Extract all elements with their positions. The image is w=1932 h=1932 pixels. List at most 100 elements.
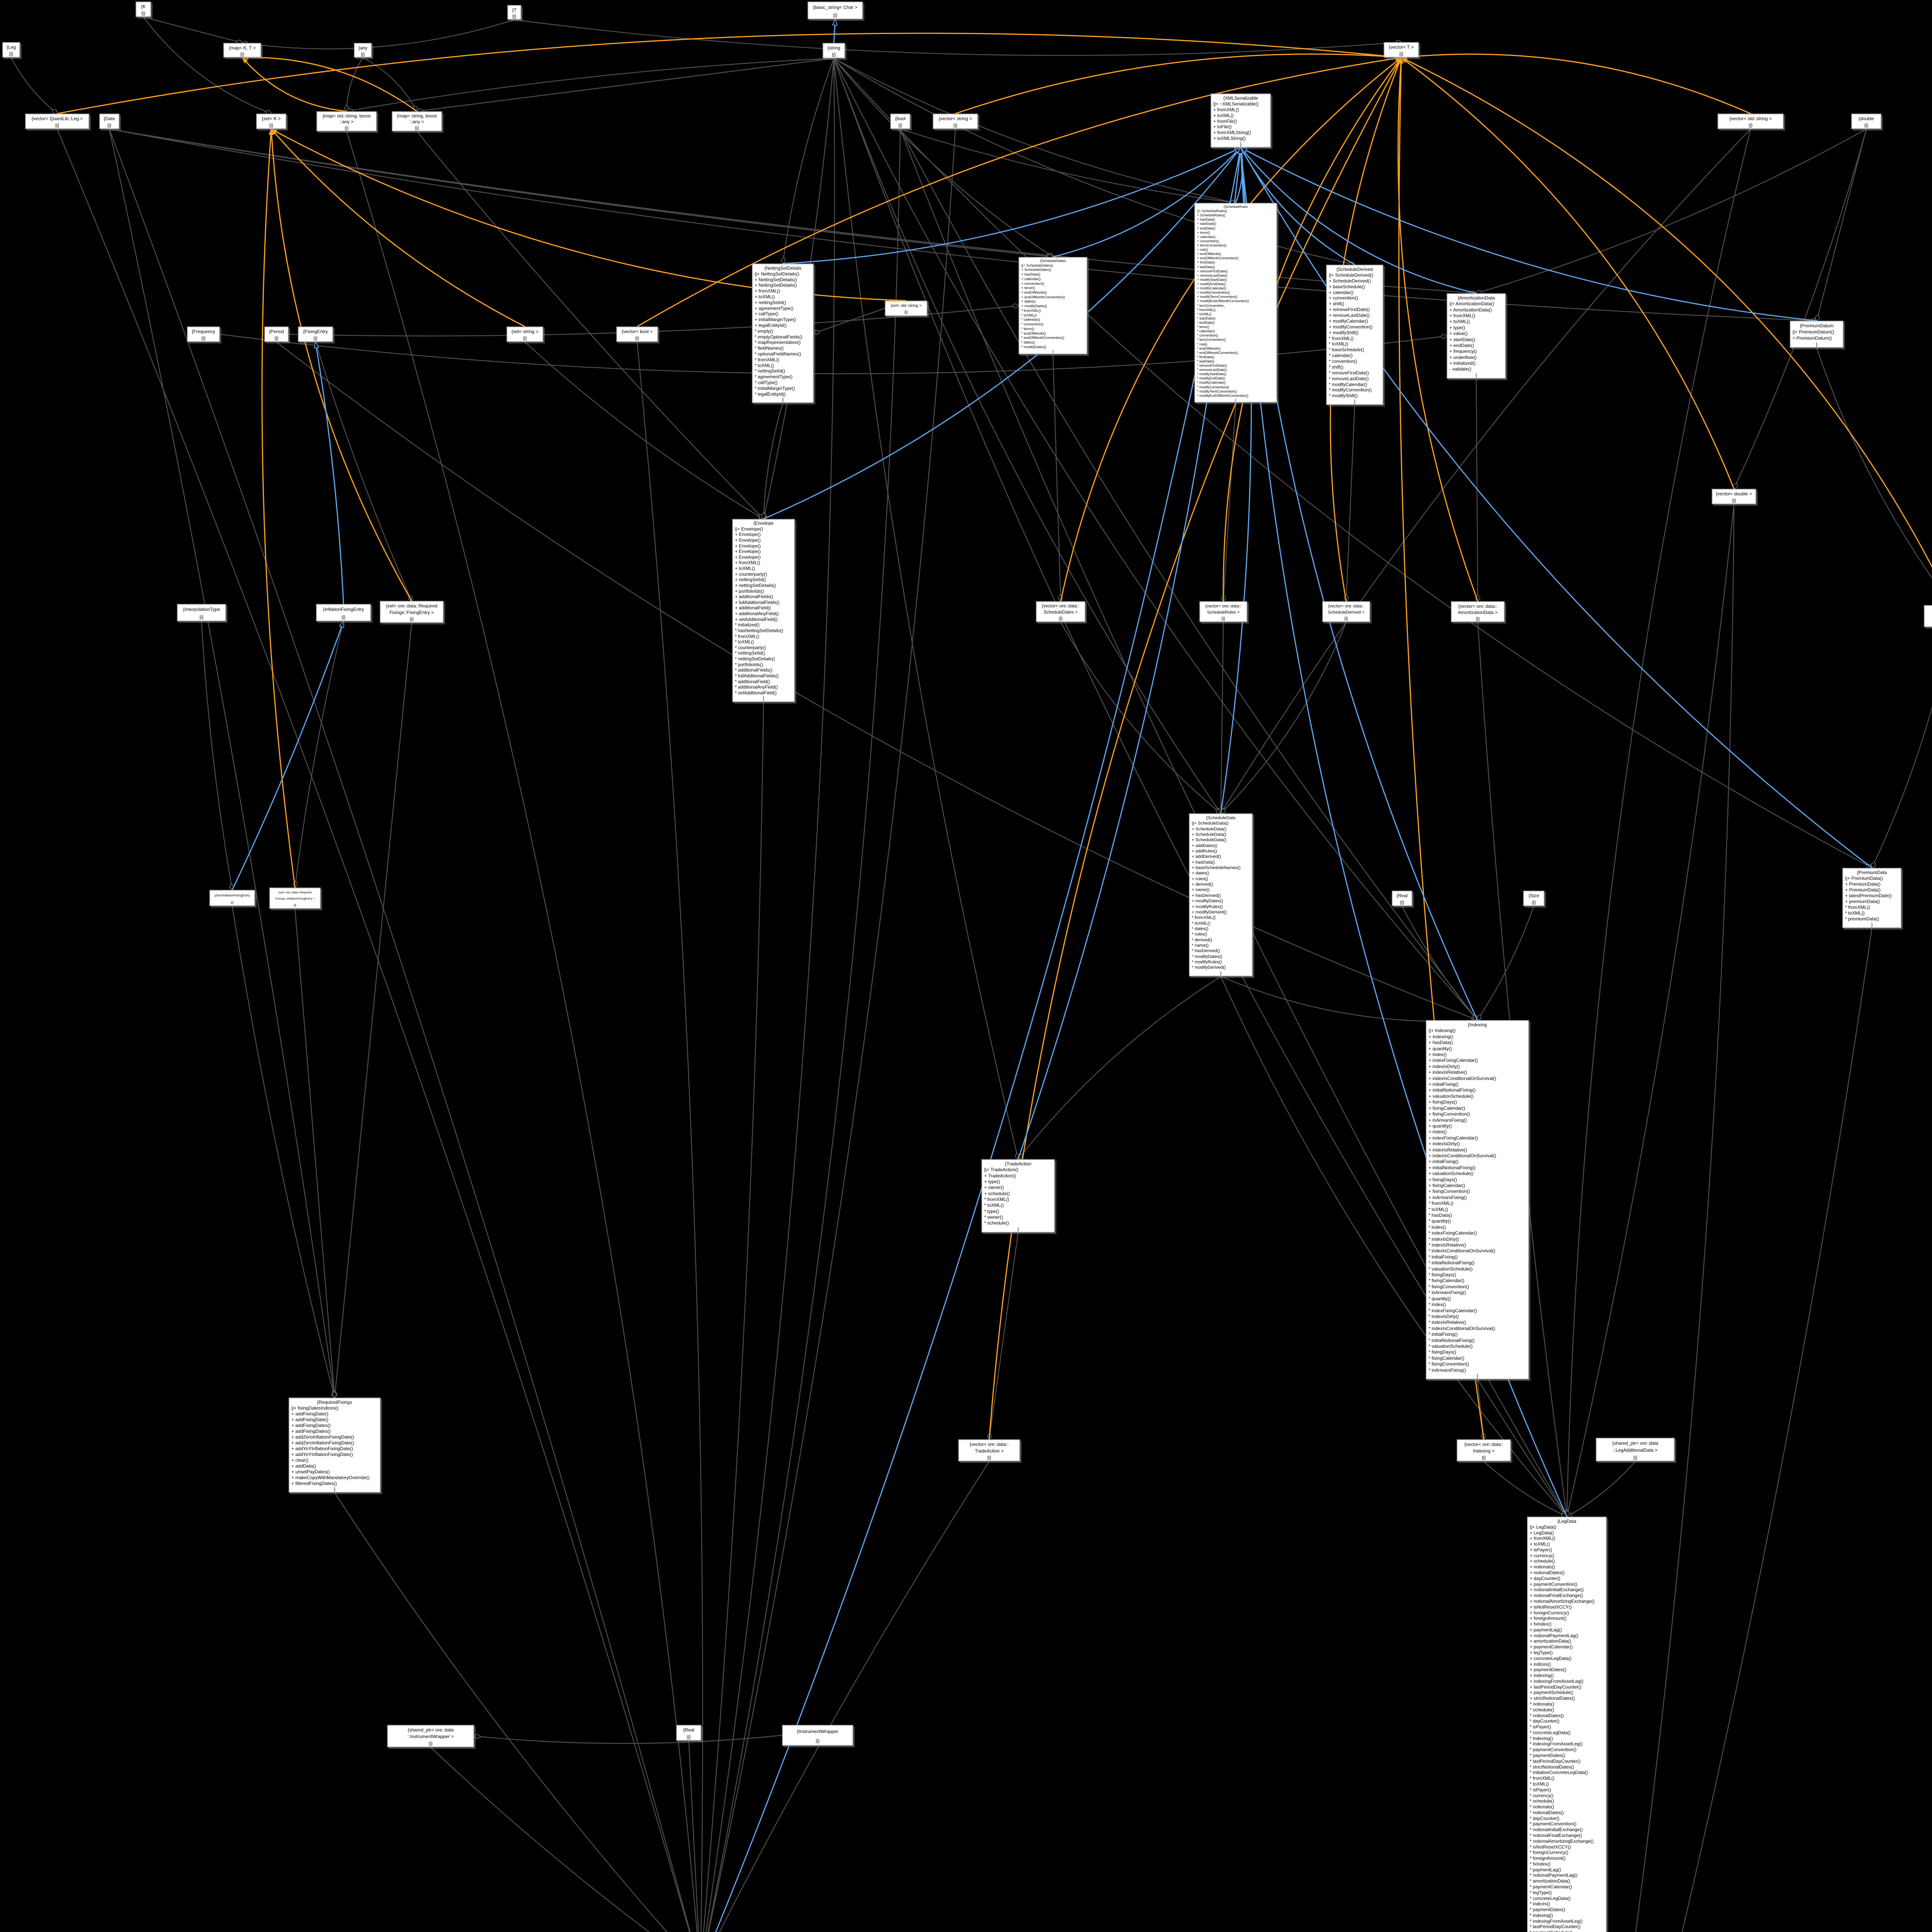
class-member-line: + rule() [1197, 248, 1208, 252]
class-node-vector-string[interactable]: {vector< string >||} [933, 114, 978, 129]
relation-edge-vector-bool-vector-t [637, 56, 1402, 327]
class-member-line: + toXML() [735, 566, 755, 571]
relation-edge-scheduledates-vector-scheduledates [1052, 354, 1061, 601]
class-node-bool[interactable]: {bool||} [890, 114, 910, 129]
class-title: {set< std::string > [891, 304, 922, 308]
class-node-schedulederived[interactable]: {ScheduleDerived||+ ScheduleDerived()+ S… [1326, 265, 1383, 405]
class-node-period[interactable]: {Period||} [264, 327, 289, 342]
class-node-sharedptr-instrumentwrapper[interactable]: {shared_ptr< ore::data::InstrumentWrappe… [387, 1725, 474, 1747]
class-node-amortizationdata[interactable]: {AmortizationData||+ AmortizationData()+… [1447, 293, 1506, 379]
class-member-line: + initialized() [1449, 360, 1476, 366]
class-node-indexing[interactable]: {Indexing||+ Indexing()+ Indexing()+ has… [1426, 1020, 1529, 1379]
class-title: {vector< ore::data:: [1328, 604, 1364, 609]
class-node-vector-indexing[interactable]: {vector< ore::data::Indexing >||} [1457, 1439, 1511, 1461]
class-member-line: + modifyConvention() [1197, 291, 1230, 295]
class-node-vector-ql-leg[interactable]: {vector< QuantLib::Leg >||} [25, 114, 89, 129]
class-node-legdata[interactable]: {LegData||+ LegData()+ LegData()+ fromXM… [1527, 1517, 1607, 1932]
class-node-sharedptr-legadditionaldata[interactable]: {shared_ptr< ore::data::LegAdditionalDat… [1596, 1438, 1675, 1461]
class-member-line: ||+ ScheduleDates() [1021, 263, 1053, 267]
class-node-set-stdstring[interactable]: {set< std::string >||} [885, 301, 927, 316]
class-node-size[interactable]: {Size||} [1523, 891, 1544, 906]
class-member-line: + schedule() [984, 1190, 1010, 1196]
class-member-line: ||} [240, 51, 245, 57]
class-member-line: ||} [1925, 620, 1932, 626]
class-member-line: ||} [1532, 900, 1536, 905]
class-member-line: * quantity() [1429, 1296, 1451, 1301]
class-node-interpolationtype[interactable]: {InterpolationType||} [177, 604, 226, 621]
class-member-line: } [763, 696, 764, 701]
class-node-vector-bool[interactable]: {vector< bool >||} [616, 327, 658, 342]
class-node-vector-t[interactable]: {vector< T >||} [1384, 42, 1419, 58]
class-node-set-k[interactable]: {set< K >||} [256, 114, 286, 129]
class-node-date[interactable]: {Date||} [99, 114, 119, 129]
class-node-premiumdata[interactable]: {PremiumData||+ PremiumData()+ PremiumDa… [1842, 868, 1901, 928]
class-node-map-string-any[interactable]: {map< string, boost::any >||} [392, 111, 442, 131]
class-node-xmlserializable[interactable]: {XMLSerializable||+ ~XMLSerializable()+ … [1211, 94, 1271, 148]
class-node-set-string[interactable]: {set< string >||} [507, 327, 543, 342]
class-member-line: + valuationSchedule() [1429, 1171, 1474, 1177]
class-node-real[interactable]: {Real||} [1392, 891, 1412, 906]
class-member-line: ||} [987, 1455, 992, 1460]
class-node-vector-stdstring[interactable]: {vector< std::string >||} [1718, 114, 1784, 129]
class-member-line: ||} [274, 335, 279, 341]
class-node-envelope[interactable]: {Envelope||+ Envelope()+ Envelope()+ Env… [732, 519, 795, 702]
class-node-tradeaction[interactable]: {TradeAction||+ TradeAction()+ TradeActi… [981, 1159, 1055, 1233]
class-node-frequency[interactable]: {Frequency||} [187, 327, 220, 342]
class-member-line: * hasNettingSetDetails() [735, 628, 783, 633]
class-node-double[interactable]: {double||} [1851, 114, 1881, 129]
relation-edge-vector-double-legdata [1567, 504, 1735, 1517]
class-member-line: * lastPeriodDayCounter() [1530, 1758, 1581, 1764]
class-member-line: + concreteLegData() [1530, 1655, 1572, 1661]
class-node-inflationfixingentry[interactable]: {InflationFixingEntry||} [316, 604, 371, 621]
class-node-scheduledata[interactable]: {ScheduleData||+ ScheduleData()+ Schedul… [1189, 813, 1253, 976]
relation-edge-vector-schedulerules-scheduledata [1221, 622, 1224, 813]
class-member-line: + Envelope() [735, 554, 761, 560]
class-node-schedulerules[interactable]: {ScheduleRules||+ ScheduleRules()+ Sched… [1194, 203, 1277, 403]
class-node-vector-amortizationdata[interactable]: {vector< ore::data::AmortizationData >||… [1451, 601, 1505, 622]
class-node-zeroinflationfixingentry[interactable]: {ZeroInflationFixingEntry||} [209, 890, 255, 906]
class-node-basic-string[interactable]: {basic_string< Char >||} [808, 2, 863, 19]
class-member-line: + indexIsDirty() [1429, 1063, 1460, 1069]
class-member-line: + indexFixingCalendar() [1429, 1135, 1478, 1141]
class-node-vector-schedulerules[interactable]: {vector< ore::data::ScheduleRules >||} [1199, 601, 1247, 622]
class-node-scheduledates[interactable]: {ScheduleDates||+ ScheduleDates()+ Sched… [1019, 257, 1087, 354]
class-node-real2[interactable]: {Real||} [676, 1725, 701, 1741]
class-node-vector-double[interactable]: {vector< double >||} [1712, 489, 1756, 504]
class-member-line: * callType() [755, 379, 778, 385]
relation-edge-vector-double-capfloor [1635, 504, 1735, 1932]
class-title: {InflationFixingEntry [323, 607, 364, 612]
class-node-vector-scheduledates[interactable]: {vector< ore::data::ScheduleDates >||} [1036, 601, 1085, 622]
class-node-vector-premiumdatum[interactable]: {vector< ore::data::PremiumDatum >||} [1924, 605, 1932, 627]
class-node-requiredfixings[interactable]: {RequiredFixings||+ fixingDatesIndices()… [289, 1398, 381, 1493]
class-node-map-stdstring-any[interactable]: {map< std::string, boost::any >||} [316, 111, 377, 131]
class-node-string[interactable]: {string||} [823, 43, 845, 58]
class-node-instrumentwrapper[interactable]: {InstrumentWrapper||} [782, 1725, 853, 1746]
class-node-vector-tradeaction[interactable]: {vector< ore::data::TradeAction >||} [958, 1439, 1020, 1461]
class-member-line: + AmortizationData() [1449, 307, 1492, 313]
class-member-line: * notionalAmortizingExchange() [1530, 1838, 1594, 1844]
class-member-line: + hasData() [1192, 860, 1215, 865]
relation-edge-map-stdstring-any-trade [346, 131, 698, 1932]
class-member-line: * concreteLegData() [1530, 1730, 1571, 1735]
class-node-premiumdatum[interactable]: {PremiumDatum||+ PremiumDatum()+ Premium… [1790, 321, 1844, 348]
class-node-leg[interactable]: {Leg||} [2, 42, 20, 58]
class-node-map-kt[interactable]: {map< K, T >||} [223, 43, 261, 58]
relation-edge-set-fixingentry-requiredfixings [335, 622, 412, 1398]
class-node-vector-schedulederived[interactable]: {vector< ore::data::ScheduleDerived >||} [1322, 601, 1370, 622]
relation-edge-premiumdatum-xmlserializable [1241, 148, 1817, 321]
class-title: {shared_ptr< ore::data [1612, 1440, 1658, 1446]
class-node-any[interactable]: {any||} [354, 43, 372, 58]
class-member-line: + addRules() [1192, 849, 1217, 854]
relation-edge-size-indexing [1478, 906, 1534, 1020]
class-node-fixingentry[interactable]: {FixingEntry||} [298, 327, 333, 342]
class-member-line: * dayCounter() [1530, 1718, 1560, 1724]
class-node-k[interactable]: {K||} [136, 2, 151, 17]
class-node-nettingsetdetails[interactable]: {NettingSetDetails||+ NettingSetDetails(… [752, 264, 814, 403]
class-title: {AmortizationData [1458, 295, 1495, 301]
relation-edge-map-stdstring-any-map-kt [242, 57, 347, 112]
class-member-line: + toXMLString() [1213, 136, 1246, 141]
class-node-t[interactable]: {T||} [507, 5, 521, 20]
class-member-line: } [1816, 342, 1818, 347]
